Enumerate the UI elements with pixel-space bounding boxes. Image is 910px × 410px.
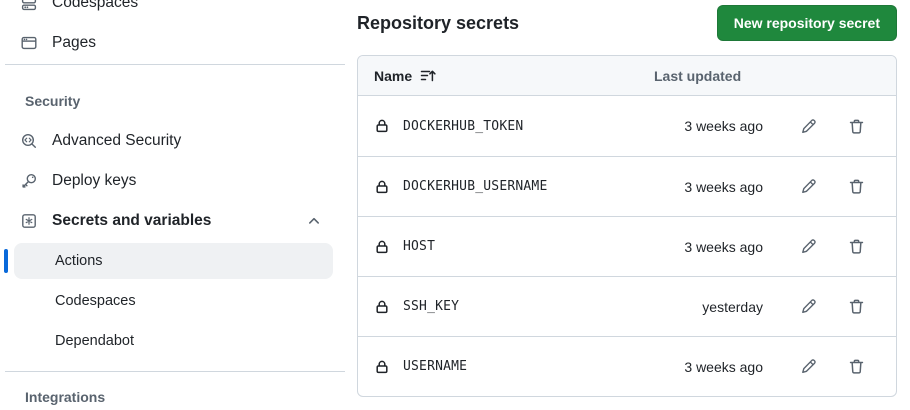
secret-name: USERNAME xyxy=(403,359,468,374)
secret-updated: 3 weeks ago xyxy=(684,238,763,255)
secret-name: HOST xyxy=(403,239,436,254)
page-title: Repository secrets xyxy=(357,12,520,33)
secret-updated: yesterday xyxy=(702,298,763,315)
sidebar-subitem-label: Dependabot xyxy=(55,333,135,349)
delete-secret-button[interactable] xyxy=(832,110,880,142)
selected-pill-background xyxy=(14,243,333,279)
sidebar-subitem-label: Codespaces xyxy=(55,293,136,309)
delete-secret-button[interactable] xyxy=(832,171,880,203)
last-updated-column-header: Last updated xyxy=(654,67,742,84)
pencil-icon xyxy=(800,358,817,375)
secret-actions-cell xyxy=(784,171,880,203)
secrets-table-header: Name Last updated xyxy=(358,56,896,96)
delete-secret-button[interactable] xyxy=(832,231,880,263)
secret-name-cell: DOCKERHUB_USERNAME xyxy=(374,179,654,195)
secret-updated: 3 weeks ago xyxy=(684,118,763,134)
pencil-icon xyxy=(800,238,817,255)
sidebar-subitem-label: Actions xyxy=(55,253,103,269)
sidebar-subitem-actions[interactable]: Actions xyxy=(0,241,345,281)
secret-name-cell: DOCKERHUB_TOKEN xyxy=(374,118,654,134)
secret-name: DOCKERHUB_USERNAME xyxy=(403,179,548,194)
trash-icon xyxy=(848,178,865,195)
codespaces-icon xyxy=(21,0,37,11)
name-column-sort-control[interactable]: Name xyxy=(374,68,654,84)
secrets-header-row: Repository secrets New repository secret xyxy=(357,0,897,46)
trash-icon xyxy=(848,238,865,255)
edit-secret-button[interactable] xyxy=(784,231,832,263)
lock-icon xyxy=(374,359,390,375)
pencil-icon xyxy=(800,178,817,195)
sidebar-divider xyxy=(5,371,345,372)
secret-row: USERNAME 3 weeks ago xyxy=(358,336,896,396)
secrets-table: Name Last updated xyxy=(357,55,897,397)
sidebar-item-label: Deploy keys xyxy=(52,172,137,189)
sidebar-item-secrets-and-variables[interactable]: Secrets and variables xyxy=(0,201,345,241)
asterisk-box-icon xyxy=(21,213,37,229)
secret-actions-cell xyxy=(784,351,880,383)
lock-icon xyxy=(374,179,390,195)
selected-accent-bar xyxy=(4,249,8,273)
trash-icon xyxy=(848,298,865,315)
lock-icon xyxy=(374,299,390,315)
trash-icon xyxy=(848,118,865,135)
secret-updated: 3 weeks ago xyxy=(684,178,763,195)
sidebar-section-security: Security xyxy=(25,93,81,109)
name-column-header: Name xyxy=(374,67,413,84)
lock-icon xyxy=(374,118,390,134)
sort-ascending-icon xyxy=(420,68,436,84)
sidebar-subitem-codespaces[interactable]: Codespaces xyxy=(0,281,345,321)
secret-name-cell: USERNAME xyxy=(374,359,654,375)
secret-actions-cell xyxy=(784,231,880,263)
sidebar-section-integrations: Integrations xyxy=(25,389,106,405)
repository-secrets-panel: Repository secrets New repository secret… xyxy=(357,0,897,397)
edit-secret-button[interactable] xyxy=(784,291,832,323)
secret-row: HOST 3 weeks ago xyxy=(358,216,896,276)
secret-actions-cell xyxy=(784,110,880,142)
secret-name: DOCKERHUB_TOKEN xyxy=(403,118,524,134)
sidebar-item-label: Codespaces xyxy=(52,0,139,11)
sidebar-item-pages[interactable]: Pages xyxy=(0,23,345,63)
chevron-up-icon xyxy=(306,213,322,229)
pencil-icon xyxy=(800,298,817,315)
secret-updated: 3 weeks ago xyxy=(684,358,763,375)
pencil-icon xyxy=(800,118,817,135)
sidebar-item-label: Secrets and variables xyxy=(52,212,212,229)
lock-icon xyxy=(374,239,390,255)
sidebar-item-advanced-security[interactable]: Advanced Security xyxy=(0,121,345,161)
edit-secret-button[interactable] xyxy=(784,110,832,142)
edit-secret-button[interactable] xyxy=(784,171,832,203)
codescan-icon xyxy=(21,133,37,149)
sidebar-item-codespaces[interactable]: Codespaces xyxy=(0,0,345,23)
secret-row: DOCKERHUB_USERNAME 3 weeks ago xyxy=(358,156,896,216)
sidebar-item-label: Advanced Security xyxy=(52,132,182,149)
secret-row: SSH_KEY yesterday xyxy=(358,276,896,336)
sidebar-divider xyxy=(5,64,345,65)
secret-name-cell: SSH_KEY xyxy=(374,299,654,315)
trash-icon xyxy=(848,358,865,375)
secret-name: SSH_KEY xyxy=(403,299,460,314)
browser-icon xyxy=(21,35,37,51)
settings-sidebar: Codespaces Pages Security Advanced Secur… xyxy=(0,0,345,410)
key-icon xyxy=(21,173,37,189)
secret-actions-cell xyxy=(784,291,880,323)
secret-name-cell: HOST xyxy=(374,239,654,255)
secret-row: DOCKERHUB_TOKEN 3 weeks ago xyxy=(358,96,896,156)
sidebar-subitem-dependabot[interactable]: Dependabot xyxy=(0,321,345,361)
delete-secret-button[interactable] xyxy=(832,291,880,323)
delete-secret-button[interactable] xyxy=(832,351,880,383)
edit-secret-button[interactable] xyxy=(784,351,832,383)
sidebar-item-label: Pages xyxy=(52,34,96,51)
sidebar-item-deploy-keys[interactable]: Deploy keys xyxy=(0,161,345,201)
new-repository-secret-button[interactable]: New repository secret xyxy=(716,5,897,41)
